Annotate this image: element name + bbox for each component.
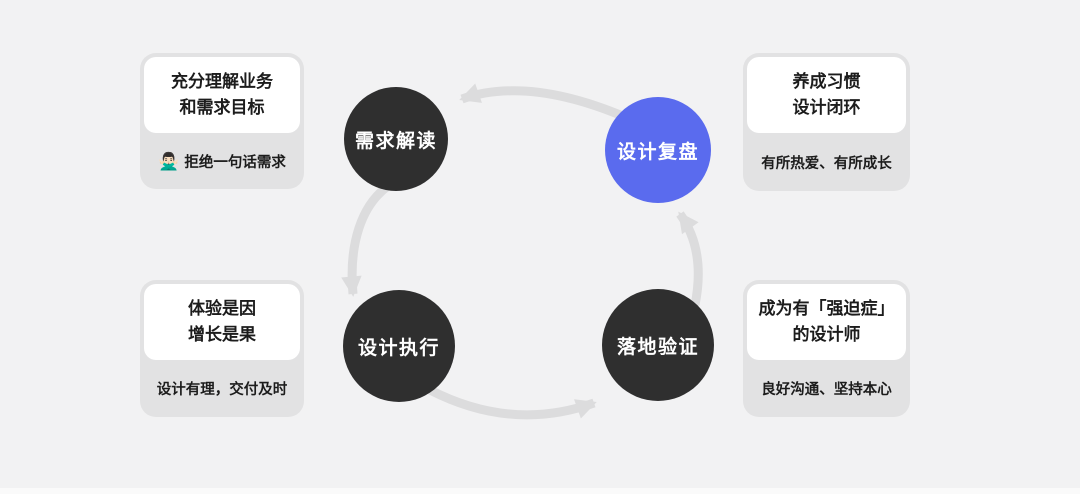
arrow-validation-to-review (676, 211, 703, 306)
card-title-line-1: 体验是因 (188, 299, 256, 318)
card-title-panel: 充分理解业务 和需求目标 (144, 57, 300, 133)
card-title-line-2: 和需求目标 (179, 98, 265, 117)
arrow-requirement-to-execution (341, 175, 401, 297)
card-caption: 有所热爱、有所成长 (743, 133, 910, 191)
card-validation: 成为有「强迫症」 的设计师 良好沟通、坚持本心 (743, 280, 910, 417)
card-caption-text: 设计有理，交付及时 (156, 382, 288, 398)
card-caption-text: 良好沟通、坚持本心 (761, 382, 892, 398)
card-title-line-2: 增长是果 (188, 325, 256, 344)
card-caption: 设计有理，交付及时 (140, 360, 304, 417)
card-caption: 🙅🏻‍♂️ 拒绝一句话需求 (140, 133, 304, 189)
card-title-panel: 体验是因 增长是果 (144, 284, 300, 360)
card-caption-text: 有所热爱、有所成长 (761, 155, 892, 172)
card-caption: 良好沟通、坚持本心 (743, 360, 910, 417)
arrow-review-to-requirement (459, 83, 627, 122)
arrow-execution-to-validation (427, 385, 597, 420)
card-title-panel: 成为有「强迫症」 的设计师 (747, 284, 906, 360)
cycle-node-validation: 落地验证 (602, 289, 714, 401)
cycle-node-review: 设计复盘 (605, 97, 711, 203)
bottom-edge-strip (0, 488, 1080, 494)
no-gesture-emoji: 🙅🏻‍♂️ (158, 151, 180, 171)
card-caption-text: 拒绝一句话需求 (184, 154, 286, 171)
card-title-panel: 养成习惯 设计闭环 (747, 57, 906, 133)
card-title-line-1: 成为有「强迫症」 (758, 299, 895, 318)
card-title-line-2: 设计闭环 (792, 98, 861, 117)
card-review: 养成习惯 设计闭环 有所热爱、有所成长 (743, 53, 910, 191)
cycle-node-requirement: 需求解读 (344, 87, 448, 191)
card-execution: 体验是因 增长是果 设计有理，交付及时 (140, 280, 304, 417)
card-title-line-2: 的设计师 (792, 325, 861, 344)
card-title-line-1: 充分理解业务 (171, 72, 273, 91)
cycle-node-execution: 设计执行 (343, 290, 455, 402)
card-requirement: 充分理解业务 和需求目标 🙅🏻‍♂️ 拒绝一句话需求 (140, 53, 304, 189)
card-title-line-1: 养成习惯 (792, 72, 861, 91)
